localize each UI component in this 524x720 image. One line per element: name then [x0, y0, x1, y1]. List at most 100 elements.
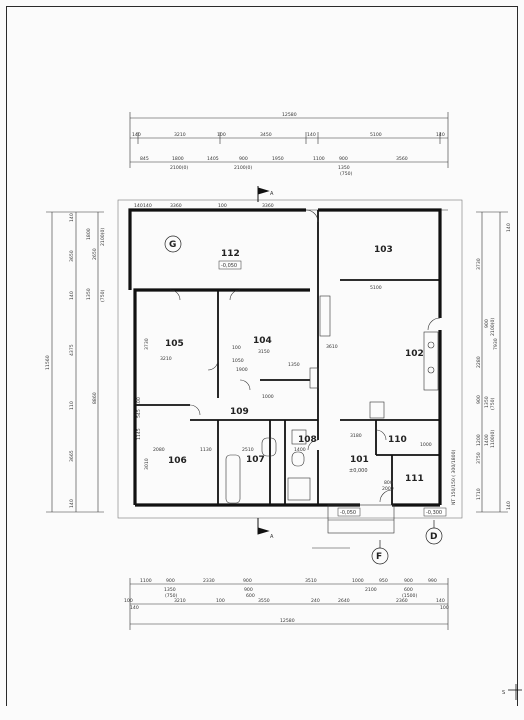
room-112-level: -0,050 [221, 263, 237, 269]
svg-text:2100(0): 2100(0) [100, 228, 106, 246]
svg-text:3150: 3150 [258, 349, 270, 355]
svg-text:900: 900 [243, 578, 252, 584]
svg-text:1145: 1145 [136, 428, 142, 440]
svg-text:3650: 3650 [69, 250, 75, 262]
svg-text:3750: 3750 [476, 452, 482, 464]
svg-text:2100: 2100 [365, 587, 377, 593]
svg-text:1130: 1130 [200, 447, 212, 453]
svg-text:1200: 1200 [476, 434, 482, 446]
interior-dims: 140 5100 3210 3150 1350 1900 1050 1000 2… [143, 203, 432, 492]
svg-text:600: 600 [404, 587, 413, 593]
svg-text:600: 600 [246, 593, 255, 599]
sheet-border-left [6, 6, 7, 706]
room-105: 105 [165, 339, 184, 349]
north-label: S [502, 690, 505, 696]
svg-text:140: 140 [143, 203, 152, 209]
svg-text:3665: 3665 [69, 450, 75, 462]
svg-text:140: 140 [436, 132, 445, 138]
top-dims-row2: 845 1800 1405 900 1950 1100 900 3560 210… [140, 156, 408, 177]
cooktop-icon [427, 341, 435, 349]
svg-text:1000: 1000 [262, 394, 274, 400]
axis-d: D [430, 532, 437, 542]
axis-markers [164, 235, 443, 565]
svg-text:100: 100 [216, 598, 225, 604]
level-terrace: -0,300 [426, 510, 442, 516]
svg-text:100: 100 [232, 345, 241, 351]
room-107: 107 [246, 455, 265, 465]
svg-text:2000: 2000 [382, 486, 394, 492]
room-111: 111 [405, 474, 424, 484]
section-line-a [257, 186, 270, 535]
axis-f: F [376, 552, 382, 562]
room-101: 101 [350, 455, 369, 465]
svg-text:2650: 2650 [92, 248, 98, 260]
left-dims: 11560 140 3650 140 4375 110 8860 3665 14… [45, 213, 150, 508]
svg-text:3560: 3560 [396, 156, 408, 162]
svg-text:8860: 8860 [92, 392, 98, 404]
svg-text:950: 950 [379, 578, 388, 584]
svg-text:3360: 3360 [170, 203, 182, 209]
kitchen-counter [423, 331, 439, 391]
fixtures [225, 295, 439, 504]
section-mark-a-top: A [270, 191, 274, 197]
svg-text:2640: 2640 [338, 598, 350, 604]
svg-text:2330: 2330 [203, 578, 215, 584]
sink-icon [427, 366, 435, 374]
svg-text:1800: 1800 [86, 228, 92, 240]
svg-text:140: 140 [506, 501, 512, 510]
svg-text:1350: 1350 [86, 288, 92, 300]
svg-text:1400: 1400 [294, 447, 306, 453]
bottom-overall-dim: 12580 [280, 618, 295, 624]
svg-text:(750): (750) [340, 171, 353, 177]
room-104: 104 [253, 336, 272, 346]
top-overall-dim: 12580 [282, 112, 297, 118]
svg-text:1050: 1050 [232, 358, 244, 364]
svg-text:140: 140 [69, 213, 75, 222]
svg-text:3610: 3610 [326, 344, 338, 350]
exterior-walls [128, 208, 442, 507]
svg-text:2360: 2360 [396, 598, 408, 604]
svg-text:3180: 3180 [350, 433, 362, 439]
svg-text:(1500): (1500) [402, 593, 417, 599]
svg-text:900: 900 [484, 319, 490, 328]
svg-text:1100: 1100 [140, 578, 152, 584]
sheet-border-right [517, 6, 518, 706]
svg-text:(750): (750) [100, 289, 106, 302]
svg-text:900: 900 [166, 578, 175, 584]
stair-step [369, 401, 385, 419]
bottom-dims-row2: 100 140 3210 100 3550 240 2640 2360 140 … [124, 598, 449, 611]
room-103: 103 [374, 245, 393, 255]
toilet [291, 451, 305, 467]
svg-text:3730: 3730 [144, 338, 150, 350]
level-entrance: -0,050 [340, 510, 356, 516]
svg-text:900: 900 [476, 395, 482, 404]
svg-text:1950: 1950 [272, 156, 284, 162]
room-101-level: ±0,000 [349, 468, 368, 474]
room-110: 110 [388, 435, 407, 445]
svg-text:5100: 5100 [370, 132, 382, 138]
svg-text:2100(0): 2100(0) [170, 165, 188, 171]
svg-text:3730: 3730 [476, 258, 482, 270]
room-102: 102 [405, 349, 424, 359]
svg-text:900: 900 [239, 156, 248, 162]
svg-text:3450: 3450 [260, 132, 272, 138]
sheet-border-top [6, 6, 518, 7]
svg-text:140: 140 [69, 499, 75, 508]
svg-text:(750): (750) [165, 593, 178, 599]
room-108: 108 [298, 435, 317, 445]
svg-text:140: 140 [130, 605, 139, 611]
svg-text:3210: 3210 [174, 132, 186, 138]
top-dims-row1: 140 3210 100 3450 140 5100 140 [132, 132, 445, 138]
terrace-outline [117, 199, 463, 519]
svg-text:1350: 1350 [288, 362, 300, 368]
svg-text:1100(0): 1100(0) [490, 430, 496, 448]
svg-text:240: 240 [311, 598, 320, 604]
axis-g: G [169, 240, 176, 250]
svg-text:900: 900 [244, 587, 253, 593]
svg-text:140: 140 [307, 132, 316, 138]
svg-text:1800: 1800 [172, 156, 184, 162]
room-106: 106 [168, 456, 187, 466]
svg-text:900: 900 [404, 578, 413, 584]
svg-text:3360: 3360 [262, 203, 274, 209]
